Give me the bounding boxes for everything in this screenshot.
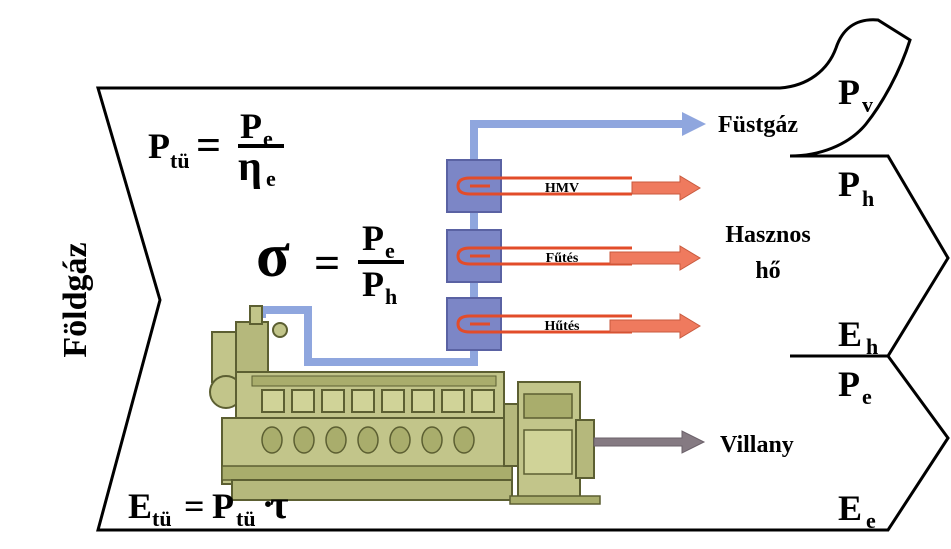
svg-text:σ: σ — [256, 222, 290, 290]
heat-exchanger-heating: Fűtés — [446, 229, 632, 283]
energy-flow-outline — [95, 18, 950, 532]
svg-text:P: P — [838, 72, 860, 112]
svg-text:P: P — [362, 264, 384, 304]
useful-heat-label-line1: Hasznos — [725, 222, 810, 248]
heating-label: Fűtés — [546, 251, 579, 266]
formula-power-to-heat: σ = P e P h — [256, 218, 404, 309]
engine-generator-icon — [209, 305, 601, 505]
svg-text:e: e — [866, 508, 876, 533]
svg-text:tü: tü — [152, 506, 172, 531]
svg-text:=: = — [314, 237, 340, 288]
cooling-arrow-icon — [609, 313, 701, 339]
svg-text:P: P — [212, 486, 234, 526]
svg-text:P: P — [362, 218, 384, 258]
symbol-eh: E h — [838, 314, 878, 359]
coil-icon — [456, 176, 632, 196]
flue-gas-arrow-icon — [682, 112, 706, 136]
svg-text:h: h — [862, 186, 874, 211]
input-label: Földgáz — [57, 242, 94, 357]
symbol-ee: E e — [838, 488, 876, 533]
formula-fuel-power: P tü = P e η e — [148, 106, 284, 191]
symbol-pe: P e — [838, 364, 872, 409]
svg-text:·: · — [262, 484, 274, 524]
coil-icon — [456, 314, 510, 334]
svg-text:P: P — [240, 106, 262, 146]
svg-text:P: P — [838, 364, 860, 404]
symbol-pv: P v — [838, 72, 873, 117]
cooling-label: Hűtés — [545, 319, 581, 334]
heat-exchanger-cooling: Hűtés — [446, 297, 632, 351]
heating-arrow-icon — [609, 245, 701, 271]
svg-text:tü: tü — [236, 506, 256, 531]
svg-text:e: e — [385, 238, 395, 263]
hmv-label: HMV — [545, 181, 579, 196]
svg-text:η: η — [238, 144, 262, 190]
useful-heat-label-line2: hő — [755, 258, 780, 284]
heat-output-arrows — [609, 175, 701, 339]
svg-text:=: = — [196, 121, 221, 170]
svg-text:E: E — [128, 486, 152, 526]
svg-text:h: h — [385, 284, 397, 309]
svg-text:e: e — [862, 384, 872, 409]
svg-text:=: = — [184, 486, 205, 526]
heat-exchanger-hmv: HMV — [446, 159, 632, 213]
svg-text:e: e — [263, 126, 273, 151]
svg-text:E: E — [838, 488, 862, 528]
svg-text:P: P — [148, 126, 170, 166]
svg-text:τ: τ — [270, 482, 288, 527]
svg-text:v: v — [862, 92, 873, 117]
formula-fuel-energy: E tü = P tü · τ — [128, 482, 288, 531]
symbol-ph: P h — [838, 164, 874, 211]
electricity-label: Villany — [720, 432, 794, 458]
hmv-arrow-icon — [631, 175, 701, 201]
flue-gas-label: Füstgáz — [718, 112, 798, 138]
coil-icon — [456, 246, 510, 266]
svg-text:tü: tü — [170, 148, 190, 173]
svg-text:P: P — [838, 164, 860, 204]
svg-text:h: h — [866, 334, 878, 359]
svg-text:e: e — [266, 166, 276, 191]
svg-text:E: E — [838, 314, 862, 354]
electricity-arrow-icon — [593, 430, 706, 454]
